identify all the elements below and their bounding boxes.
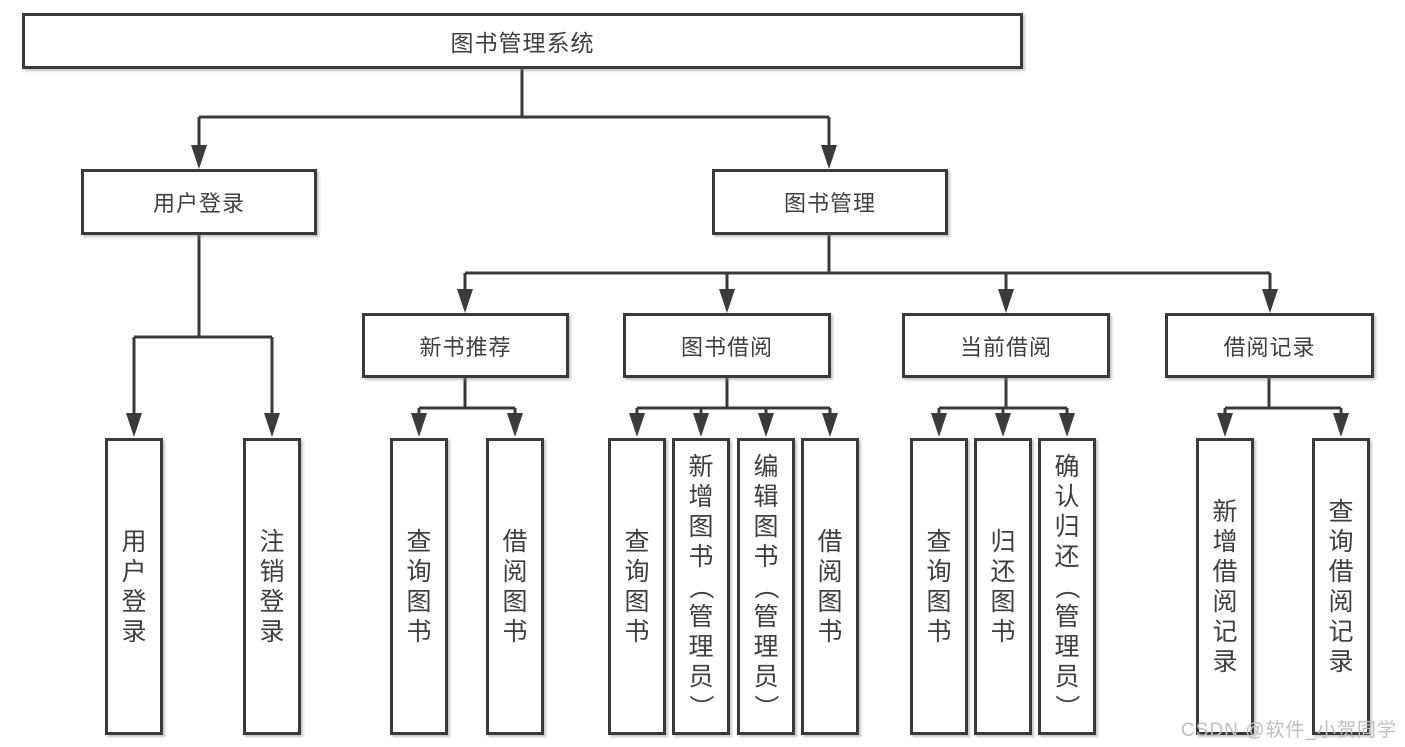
node-book-borrow: 图书借阅 bbox=[623, 313, 831, 378]
arrowhead bbox=[719, 289, 735, 313]
connector-newbook-to-leaves bbox=[417, 378, 517, 417]
node-leaf-add-book-admin: 新增图书（管理员） bbox=[672, 438, 730, 735]
node-label: 图书借阅 bbox=[680, 334, 773, 360]
node-leaf-return-book: 归还图书 bbox=[974, 438, 1032, 735]
arrowhead bbox=[998, 289, 1014, 313]
arrowhead bbox=[693, 413, 709, 437]
node-label: 借阅记录 bbox=[1223, 334, 1316, 360]
node-label: 查询借阅记录 bbox=[1328, 497, 1354, 676]
node-label: 新增借阅记录 bbox=[1212, 497, 1238, 676]
node-label: 注销登录 bbox=[259, 527, 285, 646]
node-leaf-query-borrow-record: 查询借阅记录 bbox=[1312, 438, 1370, 735]
node-label: 用户登录 bbox=[152, 191, 245, 216]
arrowhead bbox=[1333, 413, 1349, 437]
node-user-login: 用户登录 bbox=[81, 169, 317, 235]
node-label: 借阅图书 bbox=[502, 527, 528, 646]
node-leaf-edit-book-admin: 编辑图书（管理员） bbox=[737, 438, 795, 735]
node-label: 图书管理系统 bbox=[450, 30, 595, 56]
connector-bookborrow-to-leaves bbox=[635, 378, 832, 417]
node-label: 当前借阅 bbox=[959, 334, 1052, 360]
arrowhead bbox=[411, 413, 427, 437]
node-label: 确认归还（管理员） bbox=[1052, 452, 1081, 720]
node-label: 新书推荐 bbox=[419, 334, 512, 360]
node-label: 查询图书 bbox=[406, 527, 432, 646]
node-new-book-recommend: 新书推荐 bbox=[362, 313, 569, 378]
arrowhead bbox=[1217, 413, 1233, 437]
node-root-system: 图书管理系统 bbox=[22, 13, 1023, 69]
node-leaf-confirm-return-admin: 确认归还（管理员） bbox=[1038, 438, 1096, 735]
arrowhead bbox=[457, 289, 473, 313]
node-leaf-query-book-1: 查询图书 bbox=[390, 438, 448, 735]
node-leaf-query-book-2: 查询图书 bbox=[608, 438, 666, 735]
node-leaf-user-login: 用户登录 bbox=[105, 438, 163, 735]
arrowhead bbox=[507, 413, 523, 437]
csdn-watermark: CSDN @软件_小贺同学 bbox=[1181, 720, 1397, 741]
arrowhead bbox=[1262, 289, 1278, 313]
node-label: 编辑图书（管理员） bbox=[751, 452, 780, 720]
arrowheads bbox=[126, 145, 1349, 437]
connector-bookmgmt-to-level3 bbox=[463, 235, 1272, 292]
arrowhead bbox=[995, 413, 1011, 437]
connector-userlogin-to-leaves bbox=[132, 235, 274, 416]
arrowhead bbox=[822, 413, 838, 437]
node-borrow-record: 借阅记录 bbox=[1165, 313, 1374, 378]
arrowhead bbox=[758, 413, 774, 437]
node-book-management: 图书管理 bbox=[712, 169, 948, 235]
arrowhead bbox=[191, 145, 207, 169]
node-leaf-logout: 注销登录 bbox=[243, 438, 301, 735]
node-label: 查询图书 bbox=[926, 527, 952, 646]
connector-borrowrecord-to-leaves bbox=[1223, 378, 1343, 417]
arrowhead bbox=[1059, 413, 1075, 437]
arrowhead bbox=[821, 145, 837, 169]
arrowhead bbox=[264, 413, 280, 437]
node-leaf-add-borrow-record: 新增借阅记录 bbox=[1196, 438, 1254, 735]
node-label: 用户登录 bbox=[121, 527, 147, 646]
node-leaf-borrow-book-2: 借阅图书 bbox=[801, 438, 859, 735]
arrowhead bbox=[629, 413, 645, 437]
connector-currentborrow-to-leaves bbox=[937, 378, 1069, 417]
connector-root-to-level2 bbox=[197, 69, 831, 148]
node-current-borrow: 当前借阅 bbox=[902, 313, 1110, 378]
node-label: 查询图书 bbox=[624, 527, 650, 646]
node-label: 图书管理 bbox=[783, 191, 876, 216]
arrowhead bbox=[931, 413, 947, 437]
node-leaf-borrow-book-1: 借阅图书 bbox=[486, 438, 544, 735]
node-leaf-query-book-3: 查询图书 bbox=[910, 438, 968, 735]
arrowhead bbox=[126, 413, 142, 437]
node-label: 归还图书 bbox=[990, 527, 1016, 646]
node-label: 借阅图书 bbox=[817, 527, 843, 646]
node-label: 新增图书（管理员） bbox=[686, 452, 715, 720]
